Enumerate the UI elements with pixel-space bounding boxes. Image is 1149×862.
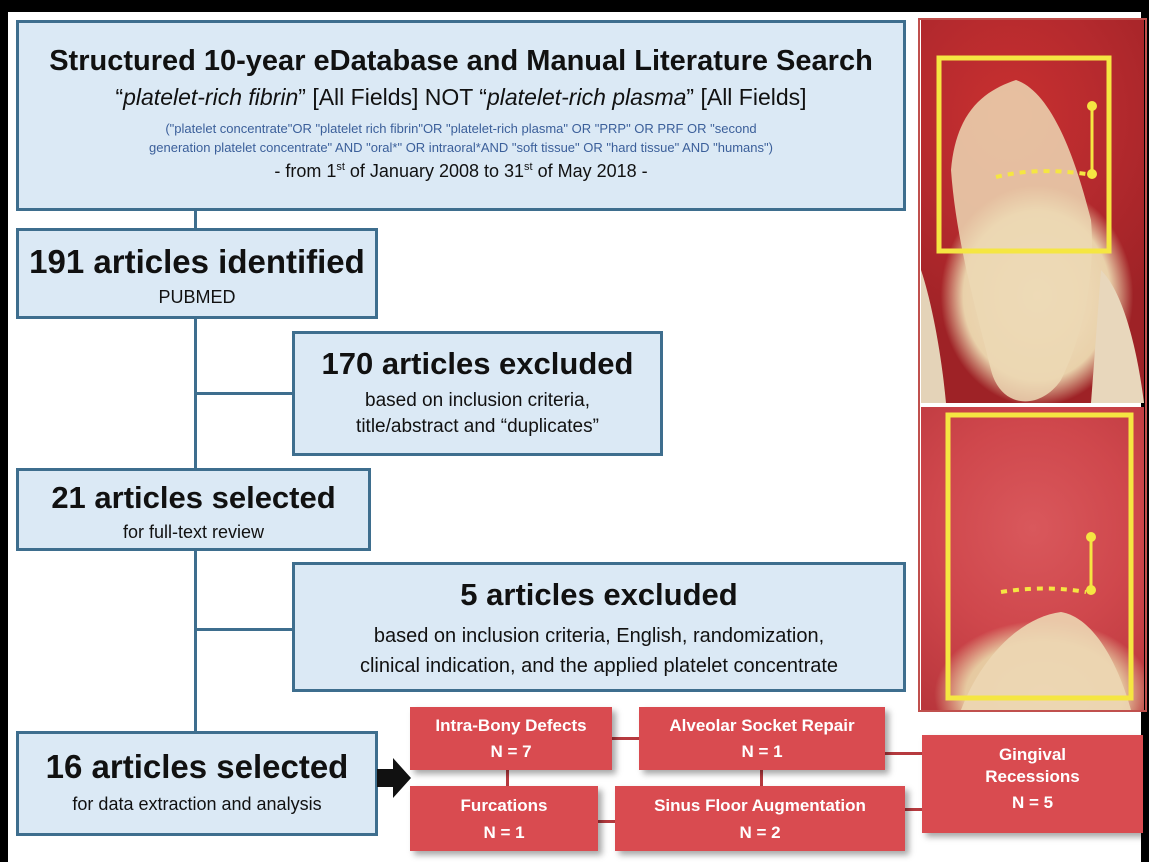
date-sup-2: st (524, 161, 533, 173)
date-mid: of January 2008 to 31 (344, 161, 525, 181)
excluded-1-title: 170 articles excluded (321, 346, 634, 381)
connector-main-1 (194, 211, 197, 228)
category-link-h2 (598, 820, 615, 823)
category-name: Furcations (460, 796, 548, 815)
category-furcations: Furcations N = 1 (410, 786, 598, 851)
identified-subtitle: PUBMED (158, 287, 236, 307)
category-name-line-1: Gingival (998, 745, 1067, 764)
identified-box: 191 articles identified PUBMED (16, 228, 378, 319)
clinical-photo-before (921, 20, 1144, 403)
recession-markers-before (921, 55, 1144, 403)
query-term-2: platelet-rich plasma (486, 84, 687, 110)
excluded-2-line-2: clinical indication, and the applied pla… (359, 655, 839, 677)
category-link-v2 (760, 770, 763, 786)
selected-box-1: 21 articles selected for full-text revie… (16, 468, 371, 551)
category-count: N = 1 (483, 823, 525, 842)
query-term-1: platelet-rich fibrin (123, 84, 299, 110)
category-name: Sinus Floor Augmentation (654, 796, 866, 815)
search-details: ("platelet concentrate"OR "platelet rich… (19, 119, 903, 157)
search-title: Structured 10-year eDatabase and Manual … (49, 45, 873, 77)
category-link-v1 (506, 770, 509, 786)
frame-left-border (0, 0, 8, 862)
category-count: N = 7 (490, 742, 532, 761)
category-name: Alveolar Socket Repair (669, 716, 855, 735)
selected-1-title: 21 articles selected (51, 480, 336, 515)
excluded-box-1: 170 articles excluded based on inclusion… (292, 331, 663, 456)
arrow-right-icon (377, 758, 411, 798)
query-mid: [All Fields] NOT (312, 84, 473, 110)
connector-branch-2 (194, 628, 292, 631)
clinical-photo-after (921, 407, 1144, 710)
identified-title: 191 articles identified (29, 243, 365, 280)
category-count: N = 2 (739, 823, 781, 842)
selected-box-2: 16 articles selected for data extraction… (16, 731, 378, 836)
date-prefix: - from 1 (274, 161, 337, 181)
category-link-h1 (612, 737, 639, 740)
date-suffix: of May 2018 - (532, 161, 648, 181)
connector-main-3 (194, 551, 197, 731)
excluded-2-title: 5 articles excluded (460, 577, 738, 612)
excluded-box-2: 5 articles excluded based on inclusion c… (292, 562, 906, 692)
frame-top-border (0, 0, 1149, 12)
excluded-1-line-1: based on inclusion criteria, (365, 390, 590, 411)
category-link-h4 (905, 808, 922, 811)
search-date-range: - from 1st of January 2008 to 31st of Ma… (19, 161, 903, 182)
selected-2-title: 16 articles selected (45, 748, 349, 785)
category-alveolar-socket-repair: Alveolar Socket Repair N = 1 (639, 707, 885, 770)
category-count: N = 5 (1011, 793, 1054, 812)
search-query: “platelet-rich fibrin” [All Fields] NOT … (115, 84, 807, 110)
category-link-h3 (885, 752, 922, 755)
photo-frame (918, 18, 1147, 712)
search-box: Structured 10-year eDatabase and Manual … (16, 20, 906, 211)
date-sup-1: st (336, 161, 345, 173)
selected-2-subtitle: for data extraction and analysis (72, 794, 322, 814)
category-count: N = 1 (741, 742, 783, 761)
connector-branch-1 (194, 392, 292, 395)
recession-markers-after (945, 412, 1134, 710)
excluded-1-line-2: title/abstract and “duplicates” (356, 416, 599, 437)
category-gingival-recessions: Gingival Recessions N = 5 (922, 735, 1143, 833)
excluded-1-text: based on inclusion criteria, title/abstr… (295, 388, 660, 440)
search-detail-line-2: generation platelet concentrate" AND "or… (149, 140, 773, 155)
category-name: Intra-Bony Defects (435, 716, 587, 735)
search-detail-line-1: ("platelet concentrate"OR "platelet rich… (165, 121, 757, 136)
category-sinus-floor-augmentation: Sinus Floor Augmentation N = 2 (615, 786, 905, 851)
selected-1-subtitle: for full-text review (122, 522, 265, 542)
category-name-line-2: Recessions (985, 767, 1080, 786)
query-end: [All Fields] (700, 84, 807, 110)
excluded-2-text: based on inclusion criteria, English, ra… (295, 621, 903, 681)
category-intra-bony-defects: Intra-Bony Defects N = 7 (410, 707, 612, 770)
excluded-2-line-1: based on inclusion criteria, English, ra… (373, 625, 825, 647)
